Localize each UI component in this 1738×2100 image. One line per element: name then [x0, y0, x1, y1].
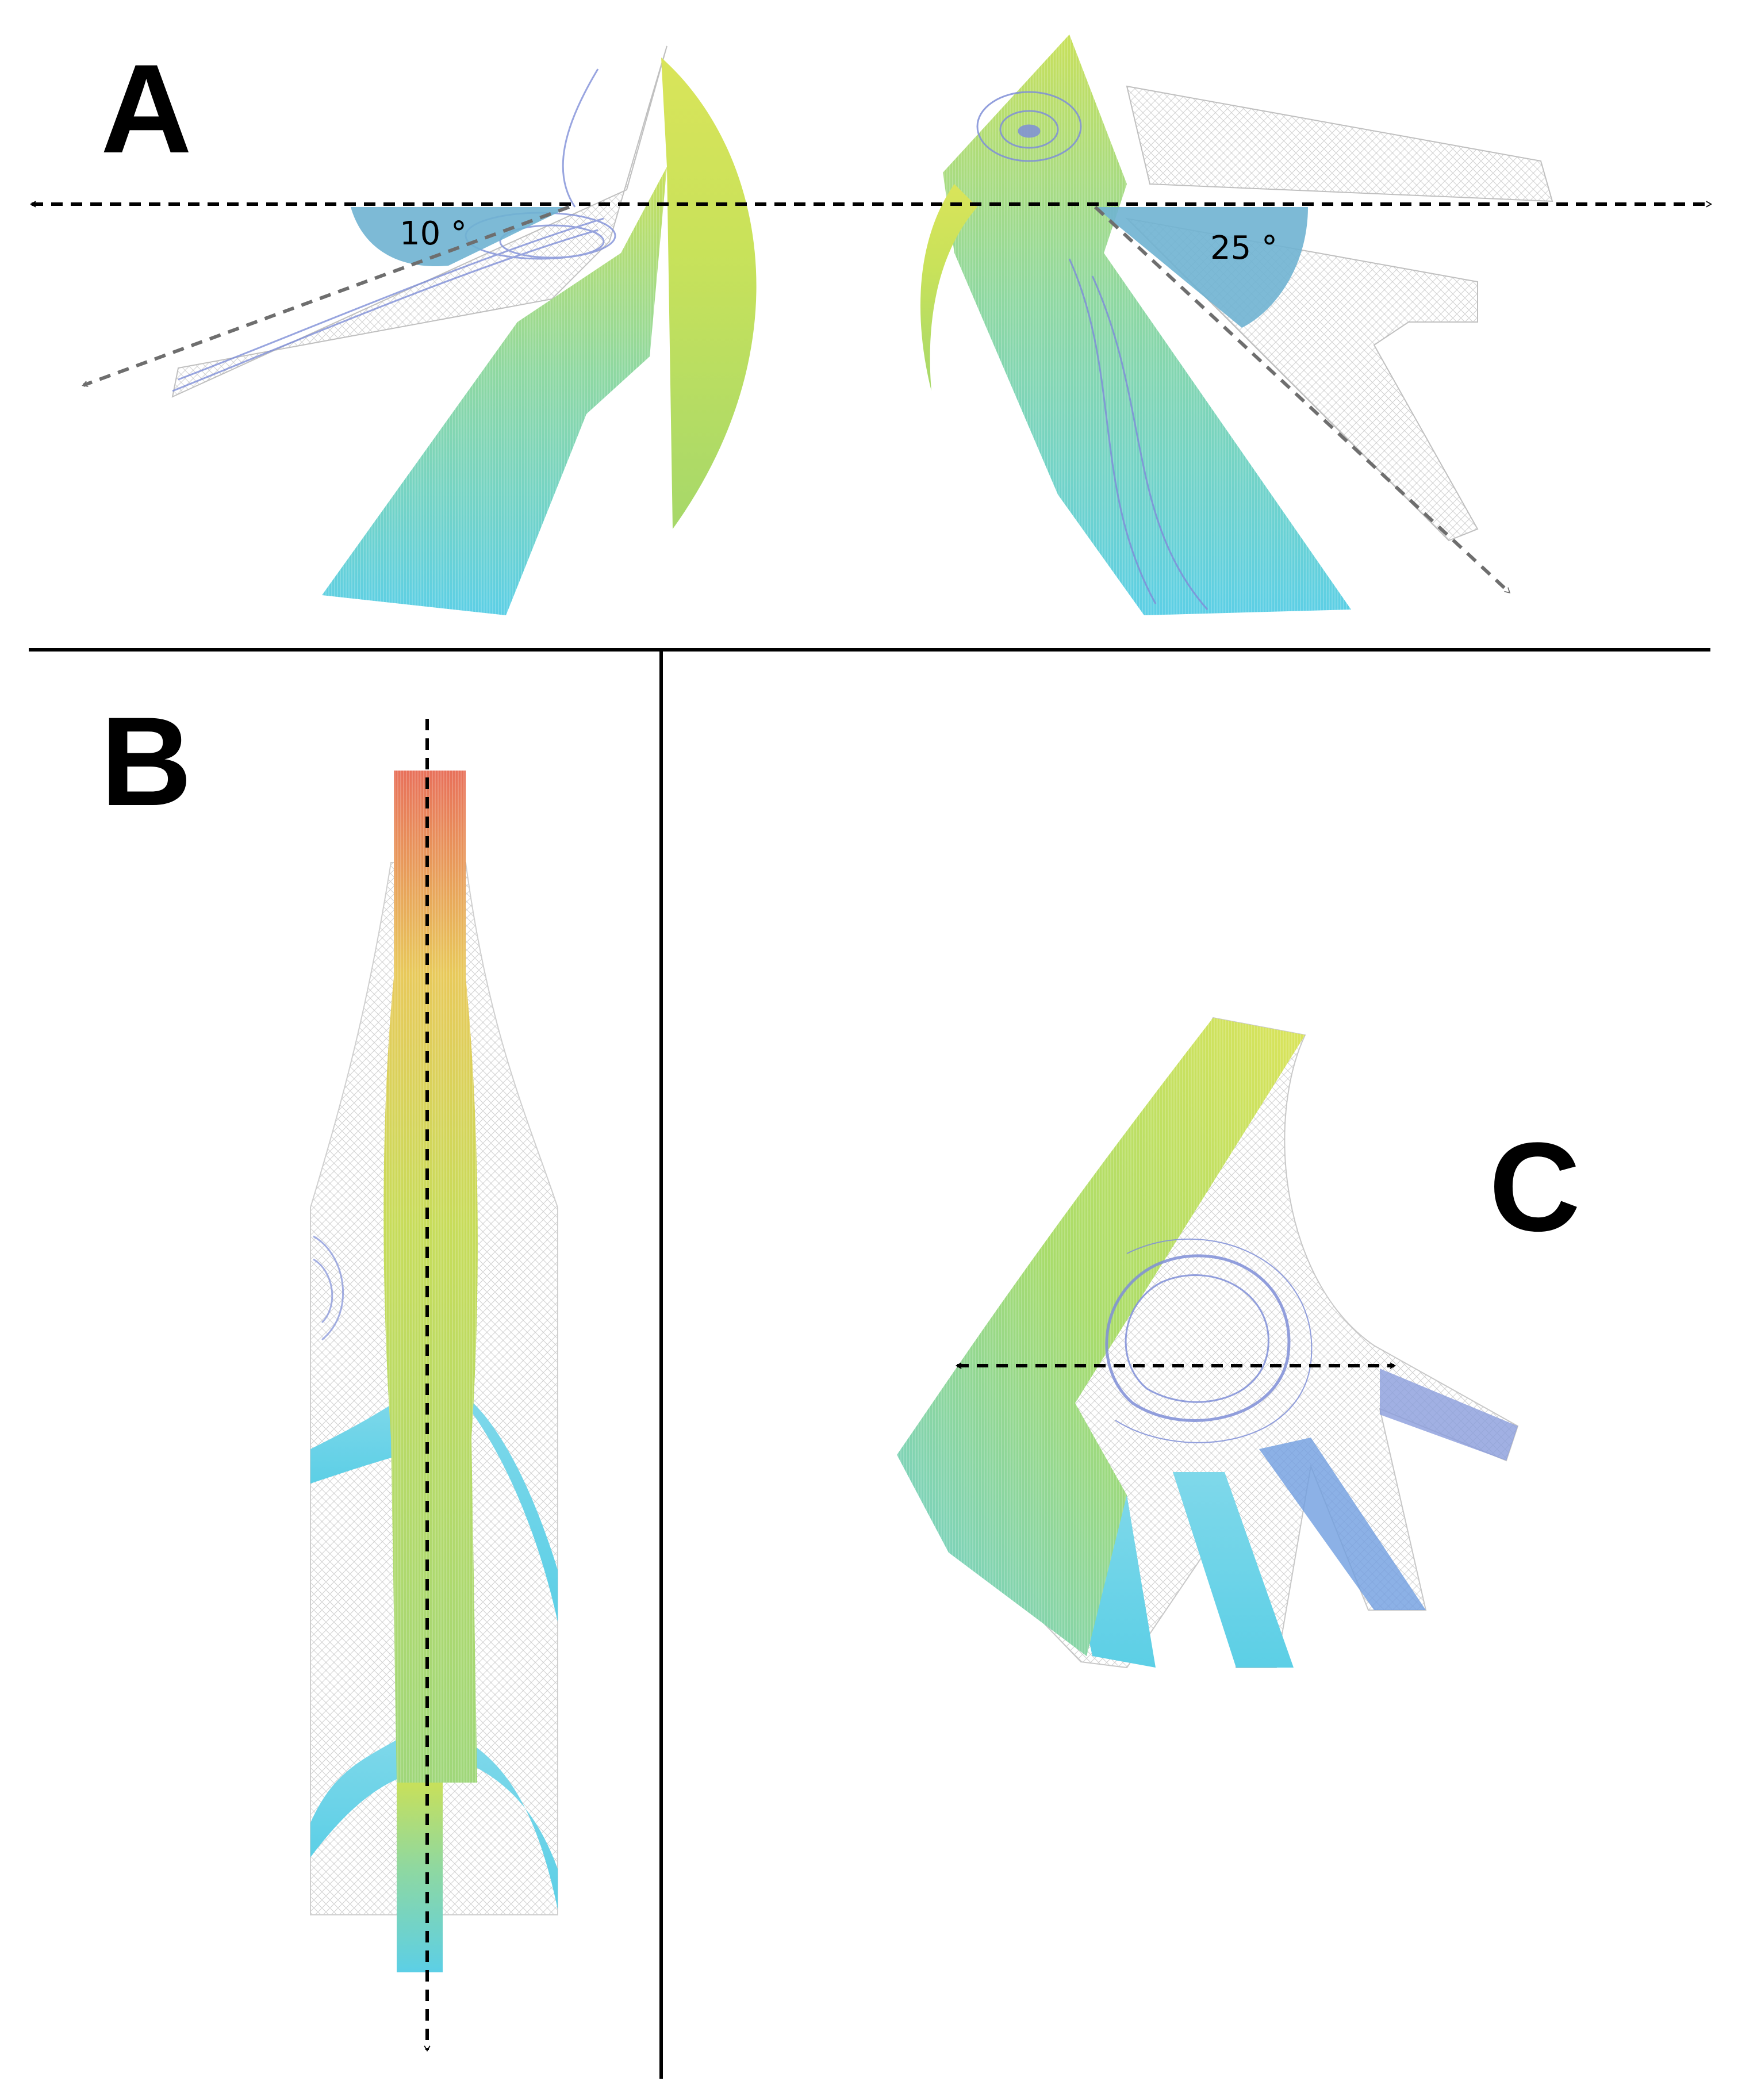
- panel-b-branch-upper-left: [310, 1397, 402, 1484]
- panel-a: 10 ° 25 ° A: [29, 35, 1713, 615]
- panel-a-left-streak: [322, 167, 667, 615]
- panel-b-branch-lower-center: [397, 1783, 443, 1972]
- panel-c-branch-2: [1173, 1472, 1294, 1668]
- panel-c: C: [897, 1017, 1580, 1669]
- panel-a-angle-wedge-right: [1095, 207, 1308, 328]
- panel-a-right-streak: [943, 35, 1351, 615]
- panel-b: B: [101, 691, 558, 2052]
- panel-a-left-vessel-axis: [82, 205, 570, 387]
- panel-a-label: A: [101, 38, 192, 179]
- panel-a-right-recirculation: [976, 91, 1208, 610]
- panel-a-right-vessel-axis: [1094, 205, 1511, 594]
- panel-c-branch-right: [1380, 1369, 1518, 1461]
- panel-a-angle-left-label: 10 °: [400, 215, 467, 252]
- panel-a-right-aorta-sliver: [920, 184, 977, 391]
- panel-a-angle-wedge-left: [351, 207, 569, 267]
- panel-a-left-aorta: [661, 58, 757, 529]
- panel-b-branch-lower-left: [310, 1737, 402, 1857]
- panel-c-branch-3: [1259, 1438, 1426, 1610]
- panel-a-angle-right-label: 25 °: [1210, 229, 1277, 267]
- panel-b-trunk-streak: [383, 771, 478, 1783]
- panel-b-label: B: [101, 691, 192, 832]
- panel-c-main-streak: [897, 1018, 1305, 1656]
- panel-c-label: C: [1489, 1116, 1580, 1258]
- panel-a-right-mesh-upper: [1126, 85, 1553, 202]
- panel-b-side-vortices: [313, 1235, 344, 1341]
